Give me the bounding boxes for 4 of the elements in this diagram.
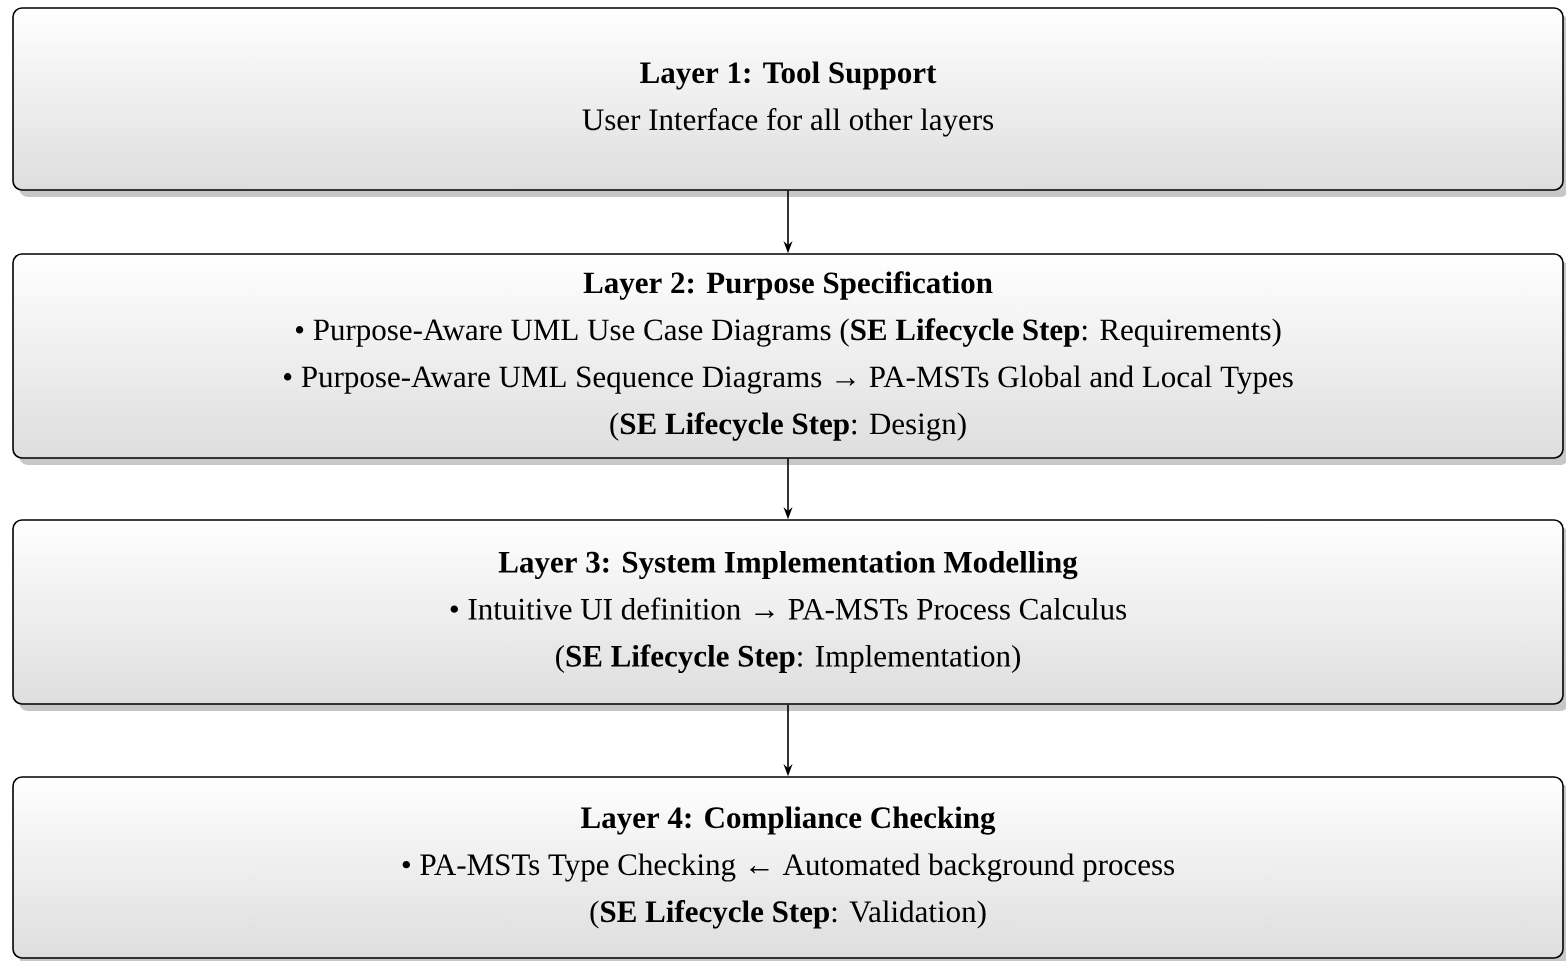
- layer-box: Layer 4: Compliance Checking • PA-MSTs Type Checking ← Automated background process (SE Lifecycle Step: Validation): [12, 776, 1566, 961]
- layer-box: Layer 3: System Implementation Modelling • Intuitive UI definition → PA-MSTs Process Calculus (SE Lifecycle Step: Implementation): [12, 519, 1566, 711]
- layer-box: Layer 2: Purpose Specification • Purpose-Aware UML Use Case Diagrams (SE Lifecycle Step: Requirements) • Purpose-Aware UML Sequence Diagrams → PA-MSTs Global and Local Types (SE Lifecycle Step: Design): [12, 253, 1566, 465]
- layer-box: Layer 1: Tool Support User Interface for all other layers: [12, 7, 1566, 197]
